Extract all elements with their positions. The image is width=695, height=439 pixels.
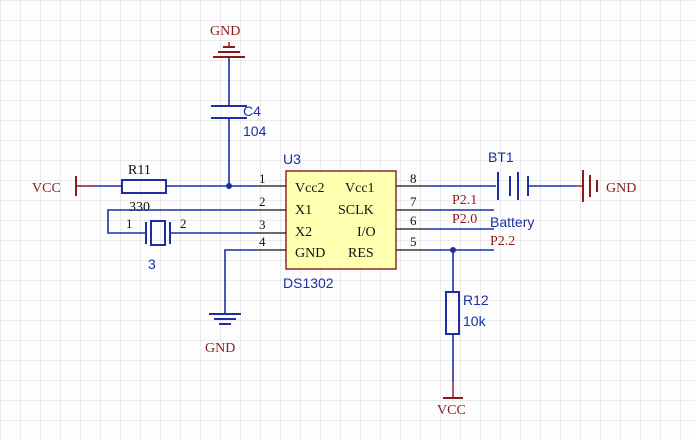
- gnd-bottom-label: GND: [205, 341, 235, 356]
- gnd-right-symbol: [575, 170, 598, 202]
- u3-pin8-name: Vcc1: [345, 181, 375, 196]
- net-sclk-label: P2.1: [452, 193, 477, 208]
- gnd-top-label: GND: [210, 24, 240, 39]
- battery-bt1-symbol: [497, 172, 529, 200]
- u3-pin1-name: Vcc2: [295, 181, 325, 196]
- c4-value: 104: [243, 123, 267, 139]
- u3-pin3-name: X2: [295, 225, 312, 240]
- net-res-label: P2.2: [490, 234, 515, 249]
- gnd-right-label: GND: [606, 181, 636, 196]
- u3-pin4-number: 4: [259, 234, 266, 249]
- gnd-pin4-wire: [224, 249, 256, 314]
- resistor-r11-symbol: [121, 179, 167, 194]
- crystal-value: 3: [148, 256, 156, 272]
- bt1-designator: BT1: [488, 149, 514, 165]
- u3-part: DS1302: [283, 275, 334, 291]
- gnd-top-symbol: [213, 42, 245, 58]
- vcc-left-label: VCC: [32, 181, 61, 196]
- u3-pin1-number: 1: [259, 171, 266, 186]
- c4-designator: C4: [243, 103, 261, 119]
- r11-designator: R11: [128, 163, 151, 178]
- crystal-pin1: 1: [126, 216, 133, 231]
- u3-pin7-number: 7: [410, 194, 417, 209]
- u3-pin6-name: I/O: [357, 225, 376, 240]
- u3-designator: U3: [283, 151, 301, 167]
- u3-pin7-name: SCLK: [338, 203, 374, 218]
- r12-value: 10k: [463, 313, 487, 329]
- u3-pin6-number: 6: [410, 213, 417, 228]
- crystal-pin2: 2: [180, 216, 187, 231]
- vcc-bottom-symbol: [443, 382, 463, 399]
- vcc-left-symbol: [75, 176, 94, 196]
- u3-body: [285, 170, 397, 270]
- crystal-wires: [107, 209, 256, 234]
- u3-pin2-number: 2: [259, 194, 266, 209]
- u3-pin5-name: RES: [348, 246, 374, 261]
- u3-pin2-name: X1: [295, 203, 312, 218]
- resistor-r12-symbol: [445, 291, 460, 335]
- bt1-value: Battery: [490, 214, 534, 230]
- capacitor-c4-symbol: [211, 105, 247, 119]
- u3-pin3-number: 3: [259, 217, 266, 232]
- net-io-label: P2.0: [452, 212, 477, 227]
- u3-pin5-number: 5: [410, 234, 417, 249]
- vcc-bottom-label: VCC: [437, 403, 466, 418]
- gnd-bottom-symbol: [209, 313, 241, 325]
- u3-pin8-number: 8: [410, 171, 417, 186]
- crystal-symbol: [145, 220, 171, 246]
- u3-pin4-name: GND: [295, 246, 325, 261]
- r11-value: 330: [129, 200, 150, 215]
- u3-right-pin-lines: [396, 185, 428, 251]
- r12-designator: R12: [463, 292, 489, 308]
- u3-left-pin-lines: [256, 185, 286, 251]
